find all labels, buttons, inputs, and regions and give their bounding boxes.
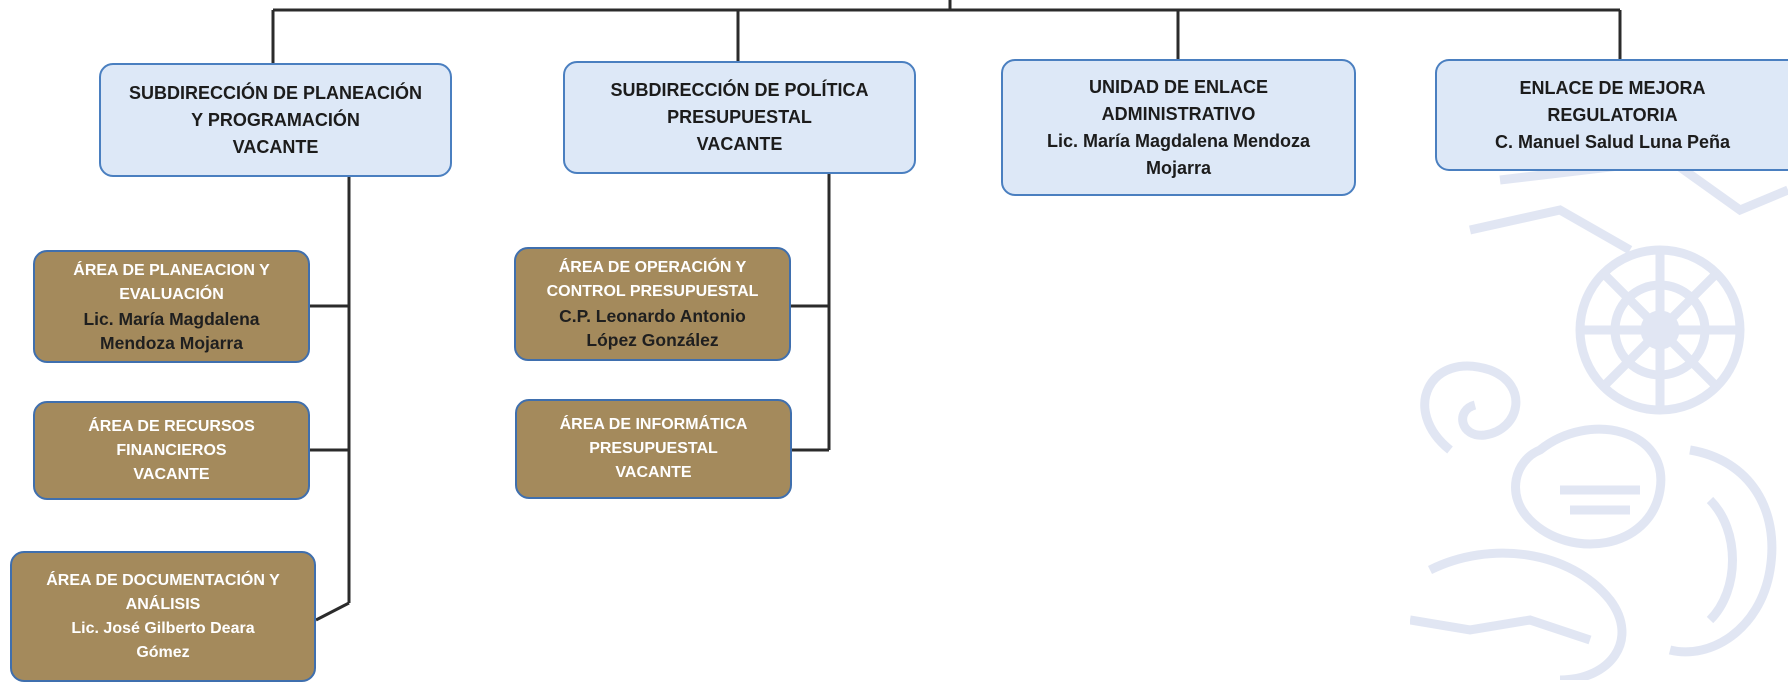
box-area-documentacion-analisis: ÁREA DE DOCUMENTACIÓN Y ANÁLISIS Lic. Jo…	[10, 551, 316, 682]
box-text-line: SUBDIRECCIÓN DE PLANEACIÓN	[128, 82, 423, 103]
area-title-line: CONTROL PRESUPUESTAL	[546, 283, 759, 300]
box-text-line: VACANTE	[696, 134, 783, 154]
box-text-line: REGULATORIA	[1547, 104, 1678, 125]
area-title-line: PRESUPUESTAL	[589, 440, 718, 457]
box-area-recursos-financieros: ÁREA DE RECURSOS FINANCIEROS VACANTE	[33, 401, 310, 500]
box-subdireccion-politica: SUBDIRECCIÓN DE POLÍTICA PRESUPUESTAL VA…	[563, 61, 916, 174]
area-title-line: FINANCIEROS	[116, 441, 227, 459]
box-unidad-enlace-administrativo: UNIDAD DE ENLACE ADMINISTRATIVO Lic. Mar…	[1001, 59, 1356, 196]
box-area-planeacion-evaluacion: ÁREA DE PLANEACION Y EVALUACIÓN Lic. Mar…	[33, 250, 310, 363]
box-enlace-mejora-regulatoria: ENLACE DE MEJORA REGULATORIA C. Manuel S…	[1435, 59, 1788, 171]
box-text-line: Y PROGRAMACIÓN	[191, 109, 360, 130]
box-area-operacion-control: ÁREA DE OPERACIÓN Y CONTROL PRESUPUESTAL…	[514, 247, 791, 361]
area-holder-line: Mendoza Mojarra	[100, 332, 243, 353]
box-text-line: C. Manuel Salud Luna Peña	[1494, 131, 1731, 152]
box-text-line: Lic. María Magdalena Mendoza	[1046, 130, 1311, 151]
area-title-line: ÁREA DE RECURSOS	[88, 417, 255, 435]
box-text-line: Mojarra	[1145, 157, 1212, 178]
area-holder-line: López González	[586, 330, 719, 350]
area-holder-line: Lic. José Gilberto Deara	[71, 619, 255, 637]
area-holder-line: VACANTE	[133, 465, 210, 483]
box-text-line: ENLACE DE MEJORA	[1519, 77, 1706, 98]
area-title-line: ANÁLISIS	[125, 595, 201, 613]
area-title-line: ÁREA DE DOCUMENTACIÓN Y	[46, 571, 280, 589]
area-holder-line: Lic. María Magdalena	[83, 308, 260, 329]
box-text-line: ADMINISTRATIVO	[1101, 103, 1256, 124]
area-title-line: ÁREA DE PLANEACION Y	[73, 261, 270, 279]
area-title-line: EVALUACIÓN	[119, 285, 224, 303]
box-subdireccion-planeacion: SUBDIRECCIÓN DE PLANEACIÓN Y PROGRAMACIÓ…	[99, 63, 452, 177]
box-area-informatica-presupuestal: ÁREA DE INFORMÁTICA PRESUPUESTAL VACANTE	[515, 399, 792, 499]
area-title-line: ÁREA DE INFORMÁTICA	[559, 416, 748, 433]
area-holder-line: C.P. Leonardo Antonio	[559, 306, 746, 326]
area-holder-line: Gómez	[136, 643, 190, 661]
decorative-seal-watermark	[1410, 155, 1788, 680]
box-text-line: UNIDAD DE ENLACE	[1088, 76, 1268, 97]
area-title-line: ÁREA DE OPERACIÓN Y	[558, 259, 747, 276]
box-text-line: VACANTE	[232, 136, 319, 157]
area-holder-line: VACANTE	[615, 464, 692, 481]
box-text-line: SUBDIRECCIÓN DE POLÍTICA	[610, 80, 869, 100]
connector-planeacion-branch-3	[315, 601, 350, 622]
box-text-line: PRESUPUESTAL	[667, 107, 812, 127]
